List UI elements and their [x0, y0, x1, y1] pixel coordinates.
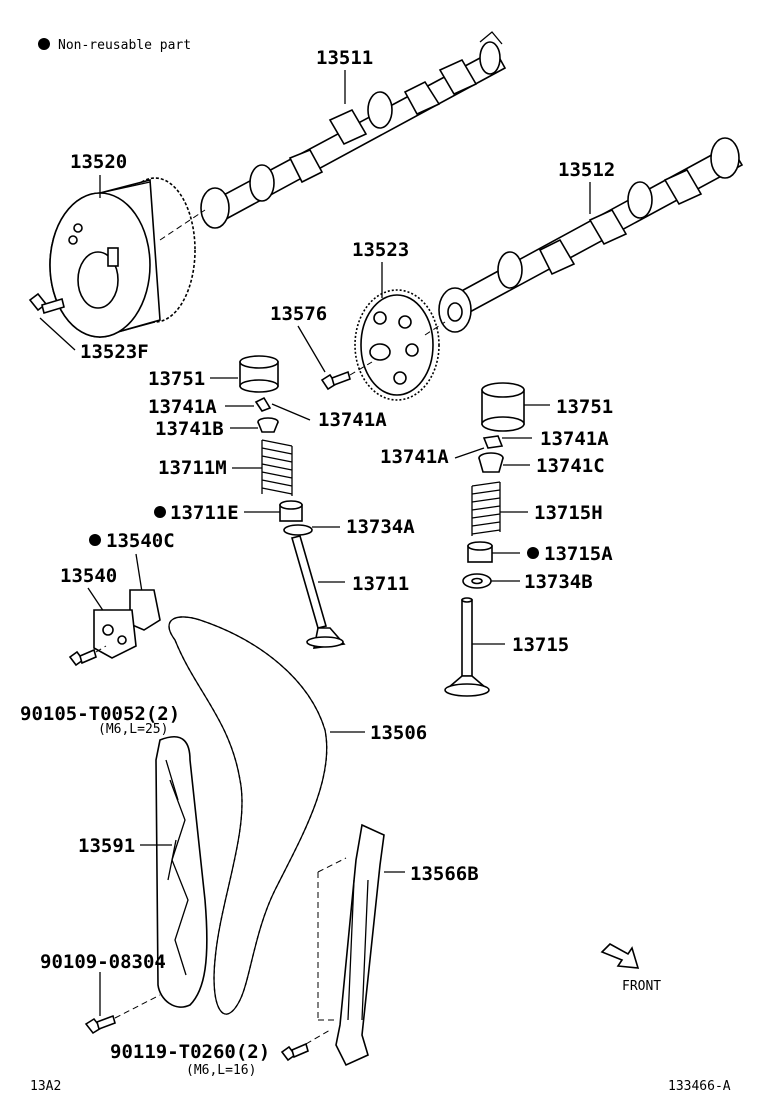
lifter-13751-left	[239, 355, 279, 393]
valve-13711	[291, 535, 346, 649]
label-13741c: 13741C	[536, 455, 605, 477]
chain-damper-13566b	[335, 823, 385, 1067]
code-right: 133466-A	[668, 1079, 731, 1094]
label-13512: 13512	[558, 159, 615, 181]
label-13741a-right-2: 13741A	[380, 446, 449, 468]
label-13741a-left-2: 13741A	[318, 409, 387, 431]
label-13711m: 13711M	[158, 457, 227, 479]
label-13540c: 13540C	[106, 530, 175, 552]
front-label: FRONT	[622, 979, 661, 994]
keeper-13741a-right	[482, 435, 504, 449]
bolt-13576	[320, 370, 351, 391]
camshaft-13511	[200, 31, 507, 229]
non-reusable-dot-13715a	[527, 547, 539, 559]
label-13506: 13506	[370, 722, 427, 744]
label-13734b: 13734B	[524, 571, 593, 593]
washer-13734a	[283, 524, 313, 536]
bolt-13523f	[28, 292, 65, 315]
label-13591: 13591	[78, 835, 135, 857]
label-13711: 13711	[352, 573, 409, 595]
label-90119: 90119-T0260(2)	[110, 1041, 270, 1063]
non-reusable-dot-13711e	[154, 506, 166, 518]
lifter-13751-right	[481, 382, 525, 432]
front-arrow-icon	[600, 943, 640, 969]
label-13520: 13520	[70, 151, 127, 173]
label-13711e: 13711E	[170, 502, 239, 524]
washer-13734b	[462, 573, 492, 589]
code-left: 13A2	[30, 1079, 61, 1094]
bolt-90109	[84, 1014, 116, 1035]
label-13741b: 13741B	[155, 418, 224, 440]
sprocket-13523	[354, 289, 440, 401]
label-13576: 13576	[270, 303, 327, 325]
valve-13715	[444, 597, 490, 697]
label-13741a-right-1: 13741A	[540, 428, 609, 450]
label-13540: 13540	[60, 565, 117, 587]
seal-13711e	[279, 500, 303, 522]
label-90119-sub: (M6,L=16)	[186, 1063, 256, 1078]
chain-guide-13591	[155, 735, 208, 1008]
camshaft-13512	[438, 137, 744, 333]
label-13715a: 13715A	[544, 543, 613, 565]
bolt-90119	[280, 1042, 309, 1062]
label-13523f: 13523F	[80, 341, 149, 363]
non-reusable-dot-13540c	[89, 534, 101, 546]
keeper-13741a-left	[254, 396, 272, 412]
label-13523: 13523	[352, 239, 409, 261]
label-90109: 90109-08304	[40, 951, 166, 973]
bolt-90105	[68, 648, 97, 667]
label-13751-right: 13751	[556, 396, 613, 418]
timing-chain-13506	[168, 616, 328, 1015]
spring-13711m	[261, 439, 293, 496]
label-13751-left: 13751	[148, 368, 205, 390]
label-13566b: 13566B	[410, 863, 479, 885]
seal-13715a	[467, 541, 493, 563]
retainer-13741b	[257, 417, 279, 433]
label-13511: 13511	[316, 47, 373, 69]
retainer-13741c	[478, 452, 504, 473]
spring-13715h	[471, 481, 501, 536]
legend-text: Non-reusable part	[58, 38, 191, 53]
label-13715h: 13715H	[534, 502, 603, 524]
label-13741a-left-1: 13741A	[148, 396, 217, 418]
label-90105: 90105-T0052(2)	[20, 703, 180, 725]
label-90105-sub: (M6,L=25)	[98, 722, 168, 737]
legend-dot-icon	[38, 38, 50, 50]
vvt-sprocket-13520	[49, 177, 196, 339]
label-13734a: 13734A	[346, 516, 415, 538]
label-13715: 13715	[512, 634, 569, 656]
tensioner-13540	[93, 589, 161, 659]
